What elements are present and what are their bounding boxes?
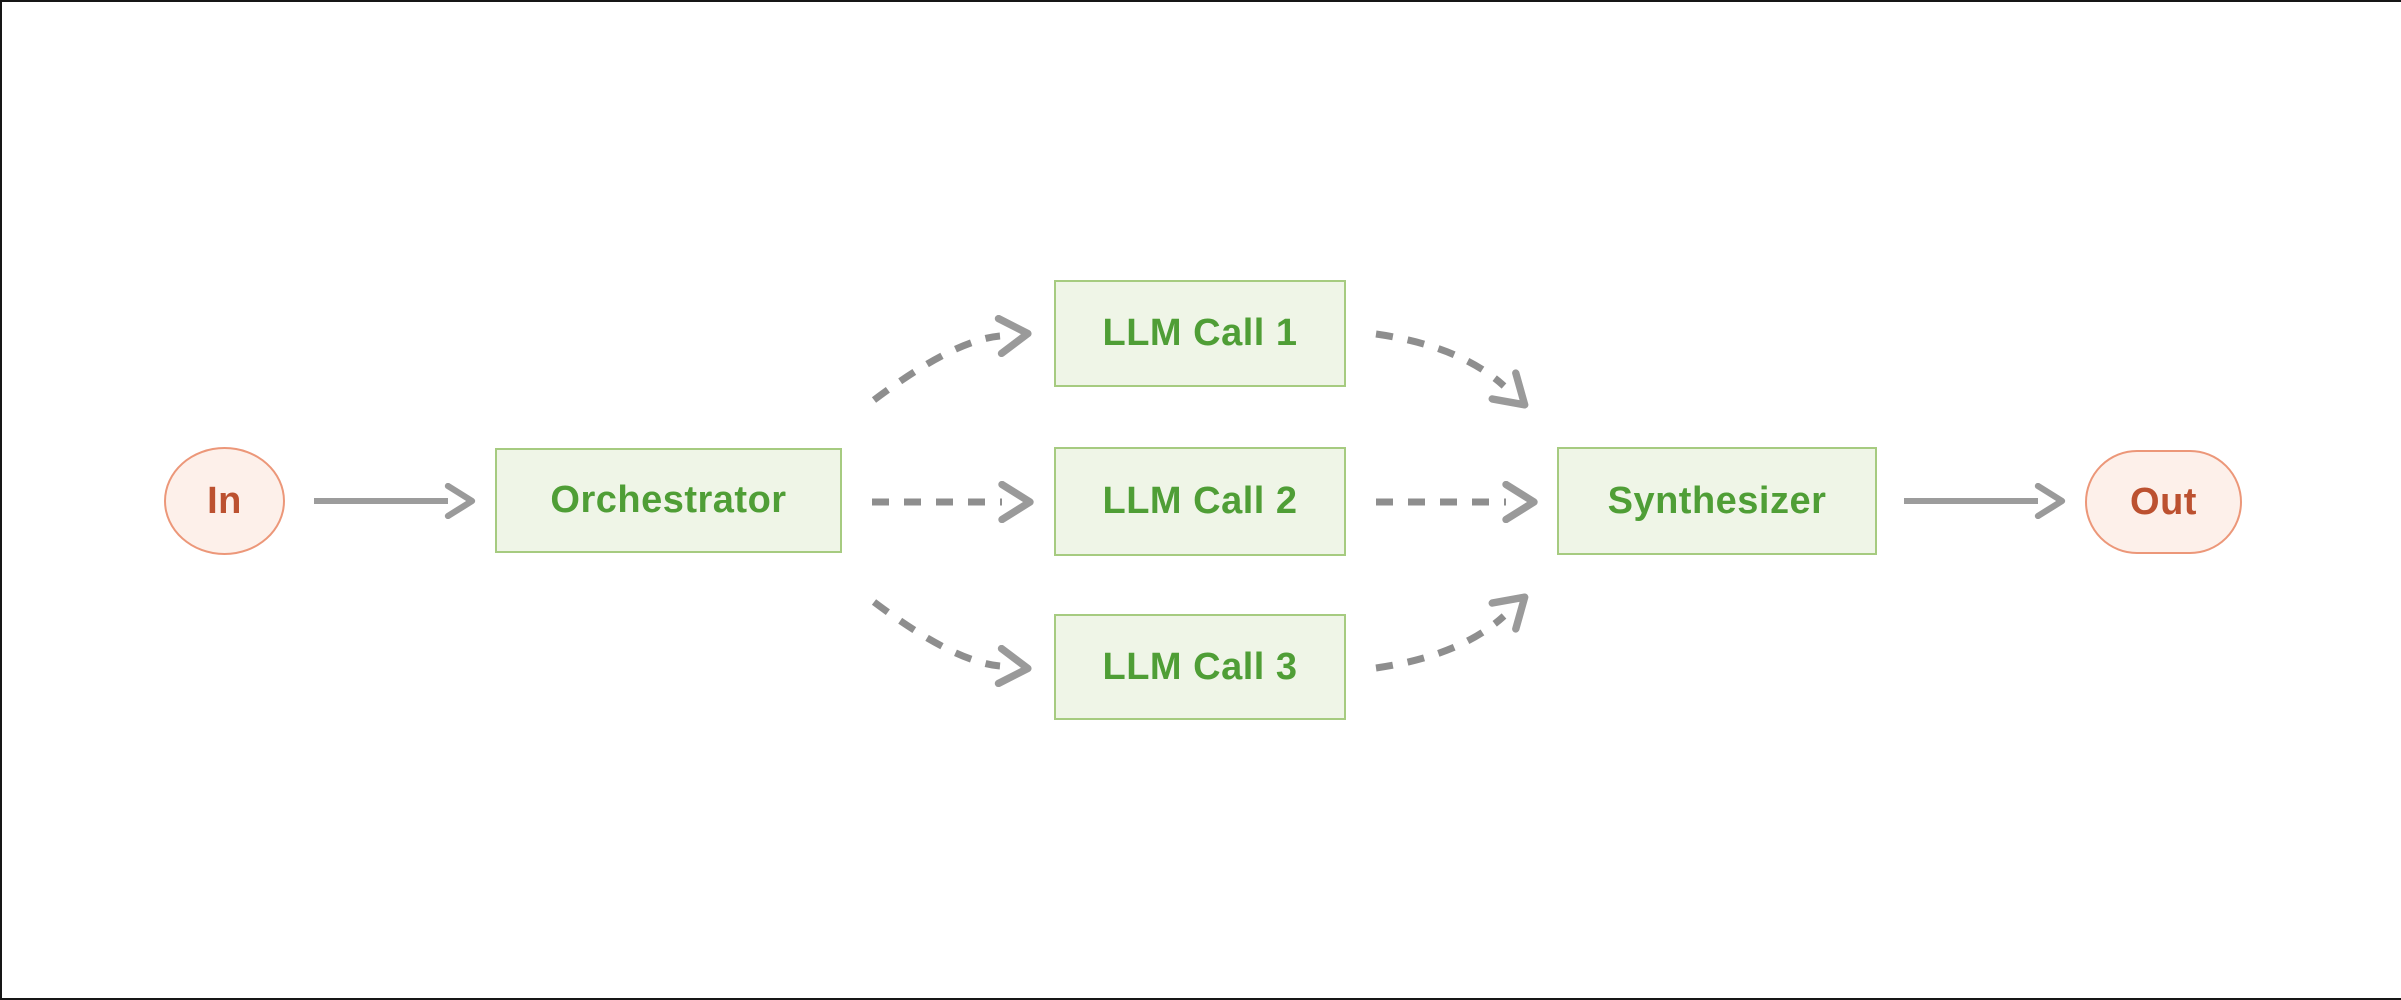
arrow-orchestrator-to-llm1 [871,336,1000,403]
arrow-llm3-to-synthesizer [1375,616,1504,672]
node-llm-call-3: LLM Call 3 [1054,614,1346,720]
node-llm-call-2-label: LLM Call 2 [1102,480,1298,522]
node-orchestrator: Orchestrator [495,448,842,553]
node-input-label: In [207,479,242,522]
node-llm-call-1-label: LLM Call 1 [1102,312,1298,354]
node-input: In [164,447,285,555]
node-orchestrator-label: Orchestrator [550,479,787,521]
node-llm-call-2: LLM Call 2 [1054,447,1346,556]
node-output-label: Out [2130,480,2197,523]
arrow-orchestrator-to-llm3 [871,599,1000,666]
arrow-llm1-to-synthesizer [1375,330,1504,386]
node-llm-call-3-label: LLM Call 3 [1102,645,1298,688]
node-synthesizer-label: Synthesizer [1607,479,1827,522]
node-synthesizer: Synthesizer [1557,447,1877,555]
node-output: Out [2085,450,2242,554]
node-llm-call-1: LLM Call 1 [1054,280,1346,387]
